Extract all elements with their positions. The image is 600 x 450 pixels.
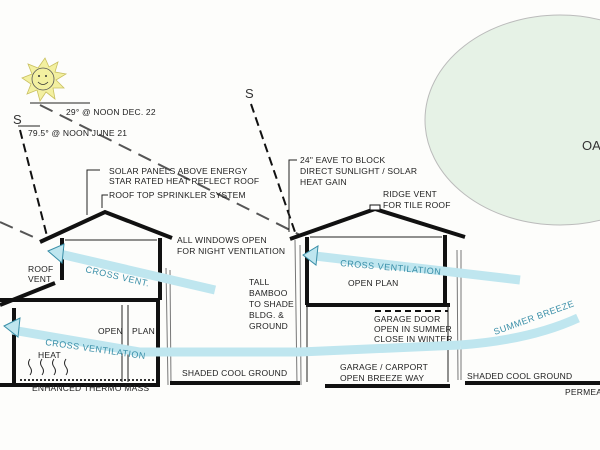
svg-text:ROOF: ROOF xyxy=(28,264,53,274)
svg-text:TO SHADE: TO SHADE xyxy=(249,299,294,309)
garage-door-label: GARAGE DOOR OPEN IN SUMMER CLOSE IN WINT… xyxy=(374,314,453,344)
thermo-mass-label: ENHANCED THERMO MASS xyxy=(32,383,149,393)
south-marker-right: S xyxy=(245,86,254,101)
svg-text:ALL WINDOWS OPEN: ALL WINDOWS OPEN xyxy=(177,235,267,245)
airflow-arrow-icon xyxy=(3,317,21,338)
airflow-arrow-icon xyxy=(47,243,65,264)
svg-text:GARAGE DOOR: GARAGE DOOR xyxy=(374,314,440,324)
heat-waves-icon xyxy=(28,358,68,376)
summer-angle-label: 79.5° @ NOON JUNE 21 xyxy=(28,128,127,138)
summer-sun-ray-left xyxy=(19,129,49,241)
sprinkler-label: ROOF TOP SPRINKLER SYSTEM xyxy=(101,190,246,208)
svg-text:RIDGE VENT: RIDGE VENT xyxy=(383,189,437,199)
south-marker-left: S xyxy=(13,112,22,127)
winter-sun-ray xyxy=(39,104,301,236)
svg-text:SOLAR PANELS ABOVE ENERGY: SOLAR PANELS ABOVE ENERGY xyxy=(109,166,248,176)
ridge-vent-label: RIDGE VENT FOR TILE ROOF xyxy=(383,189,451,210)
left-lower-roof xyxy=(0,281,56,307)
summer-breeze-flow: SUMMER BREEZE xyxy=(459,298,580,350)
garage-label: GARAGE / CARPORT OPEN BREEZE WAY xyxy=(340,362,428,383)
right-roof xyxy=(289,206,466,241)
left-upper-roof xyxy=(39,209,173,244)
svg-text:HEAT: HEAT xyxy=(38,350,61,360)
svg-text:OPEN BREEZE WAY: OPEN BREEZE WAY xyxy=(340,373,424,383)
bamboo-left xyxy=(165,267,172,386)
eave-label: 24" EAVE TO BLOCK DIRECT SUNLIGHT / SOLA… xyxy=(288,155,417,232)
bamboo-middle xyxy=(294,239,302,386)
shaded-ground-right-label: SHADED COOL GROUND xyxy=(467,371,572,381)
winter-angle-label: 29° @ NOON DEC. 22 xyxy=(66,107,156,117)
svg-text:OPEN: OPEN xyxy=(98,326,123,336)
ground-line xyxy=(170,381,600,388)
svg-text:TALL: TALL xyxy=(249,277,270,287)
svg-text:BAMBOO: BAMBOO xyxy=(249,288,288,298)
heat-label: HEAT xyxy=(28,350,68,376)
windows-label: ALL WINDOWS OPEN FOR NIGHT VENTILATION xyxy=(177,235,285,256)
svg-text:VENT: VENT xyxy=(28,274,51,284)
svg-text:DIRECT SUNLIGHT / SOLAR: DIRECT SUNLIGHT / SOLAR xyxy=(300,166,417,176)
svg-text:GARAGE / CARPORT: GARAGE / CARPORT xyxy=(340,362,428,372)
svg-text:ROOF TOP SPRINKLER SYSTEM: ROOF TOP SPRINKLER SYSTEM xyxy=(109,190,246,200)
svg-text:GROUND: GROUND xyxy=(249,321,288,331)
oak-tree-canopy xyxy=(424,14,600,226)
svg-text:24" EAVE TO BLOCK: 24" EAVE TO BLOCK xyxy=(300,155,385,165)
ridge-vent-icon xyxy=(369,204,381,211)
svg-text:HEAT GAIN: HEAT GAIN xyxy=(300,177,347,187)
solar-panel-label: SOLAR PANELS ABOVE ENERGY STAR RATED HEA… xyxy=(86,166,259,215)
svg-text:OPEN IN SUMMER: OPEN IN SUMMER xyxy=(374,324,452,334)
right-house xyxy=(170,204,600,388)
roof-vent-label: ROOF VENT xyxy=(28,264,53,284)
svg-text:PLAN: PLAN xyxy=(132,326,155,336)
permeable-label: PERMEA xyxy=(565,387,600,397)
open-plan-left-label: OPEN PLAN xyxy=(98,326,155,336)
left-house xyxy=(0,209,173,387)
airflow-arrow-icon xyxy=(302,245,319,266)
svg-text:STAR RATED HEAT REFLECT ROOF: STAR RATED HEAT REFLECT ROOF xyxy=(109,176,259,186)
sun-icon xyxy=(21,57,68,102)
svg-text:FOR TILE ROOF: FOR TILE ROOF xyxy=(383,200,451,210)
svg-text:BLDG. &: BLDG. & xyxy=(249,310,284,320)
shaded-ground-left-label: SHADED COOL GROUND xyxy=(182,368,287,378)
svg-text:FOR NIGHT VENTILATION: FOR NIGHT VENTILATION xyxy=(177,246,285,256)
svg-text:CLOSE IN WINTER: CLOSE IN WINTER xyxy=(374,334,453,344)
bamboo-label: TALL BAMBOO TO SHADE BLDG. & GROUND xyxy=(249,277,294,331)
open-plan-right-label: OPEN PLAN xyxy=(348,278,398,288)
tree-label: OA xyxy=(582,138,600,153)
cross-vent-right: CROSS VENTILATION xyxy=(302,245,521,285)
